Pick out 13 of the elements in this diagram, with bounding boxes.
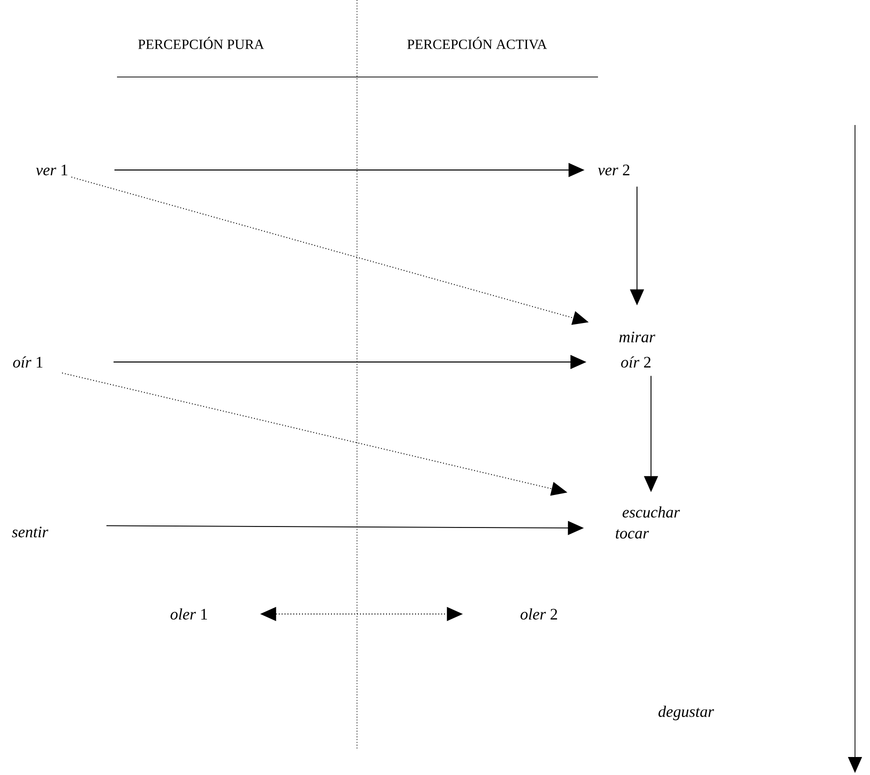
- term-label: sentir: [12, 526, 48, 538]
- term-label: oler 1: [170, 608, 207, 620]
- term-label: degustar: [658, 706, 714, 720]
- column-heading: PERCEPCIÓN ACTIVA: [407, 36, 547, 50]
- term-label: ver 2: [598, 164, 630, 176]
- term-label: oír 2: [621, 356, 650, 368]
- term-label: oler 2: [520, 608, 558, 620]
- term-label: ver 1: [36, 164, 68, 176]
- term-label: tocar: [616, 529, 649, 539]
- term-label: oír 1: [13, 356, 42, 368]
- term-label: escuchar: [622, 506, 680, 518]
- term-label: mirar: [619, 332, 656, 342]
- column-heading: PERCEPCIÓN PURA: [138, 36, 264, 50]
